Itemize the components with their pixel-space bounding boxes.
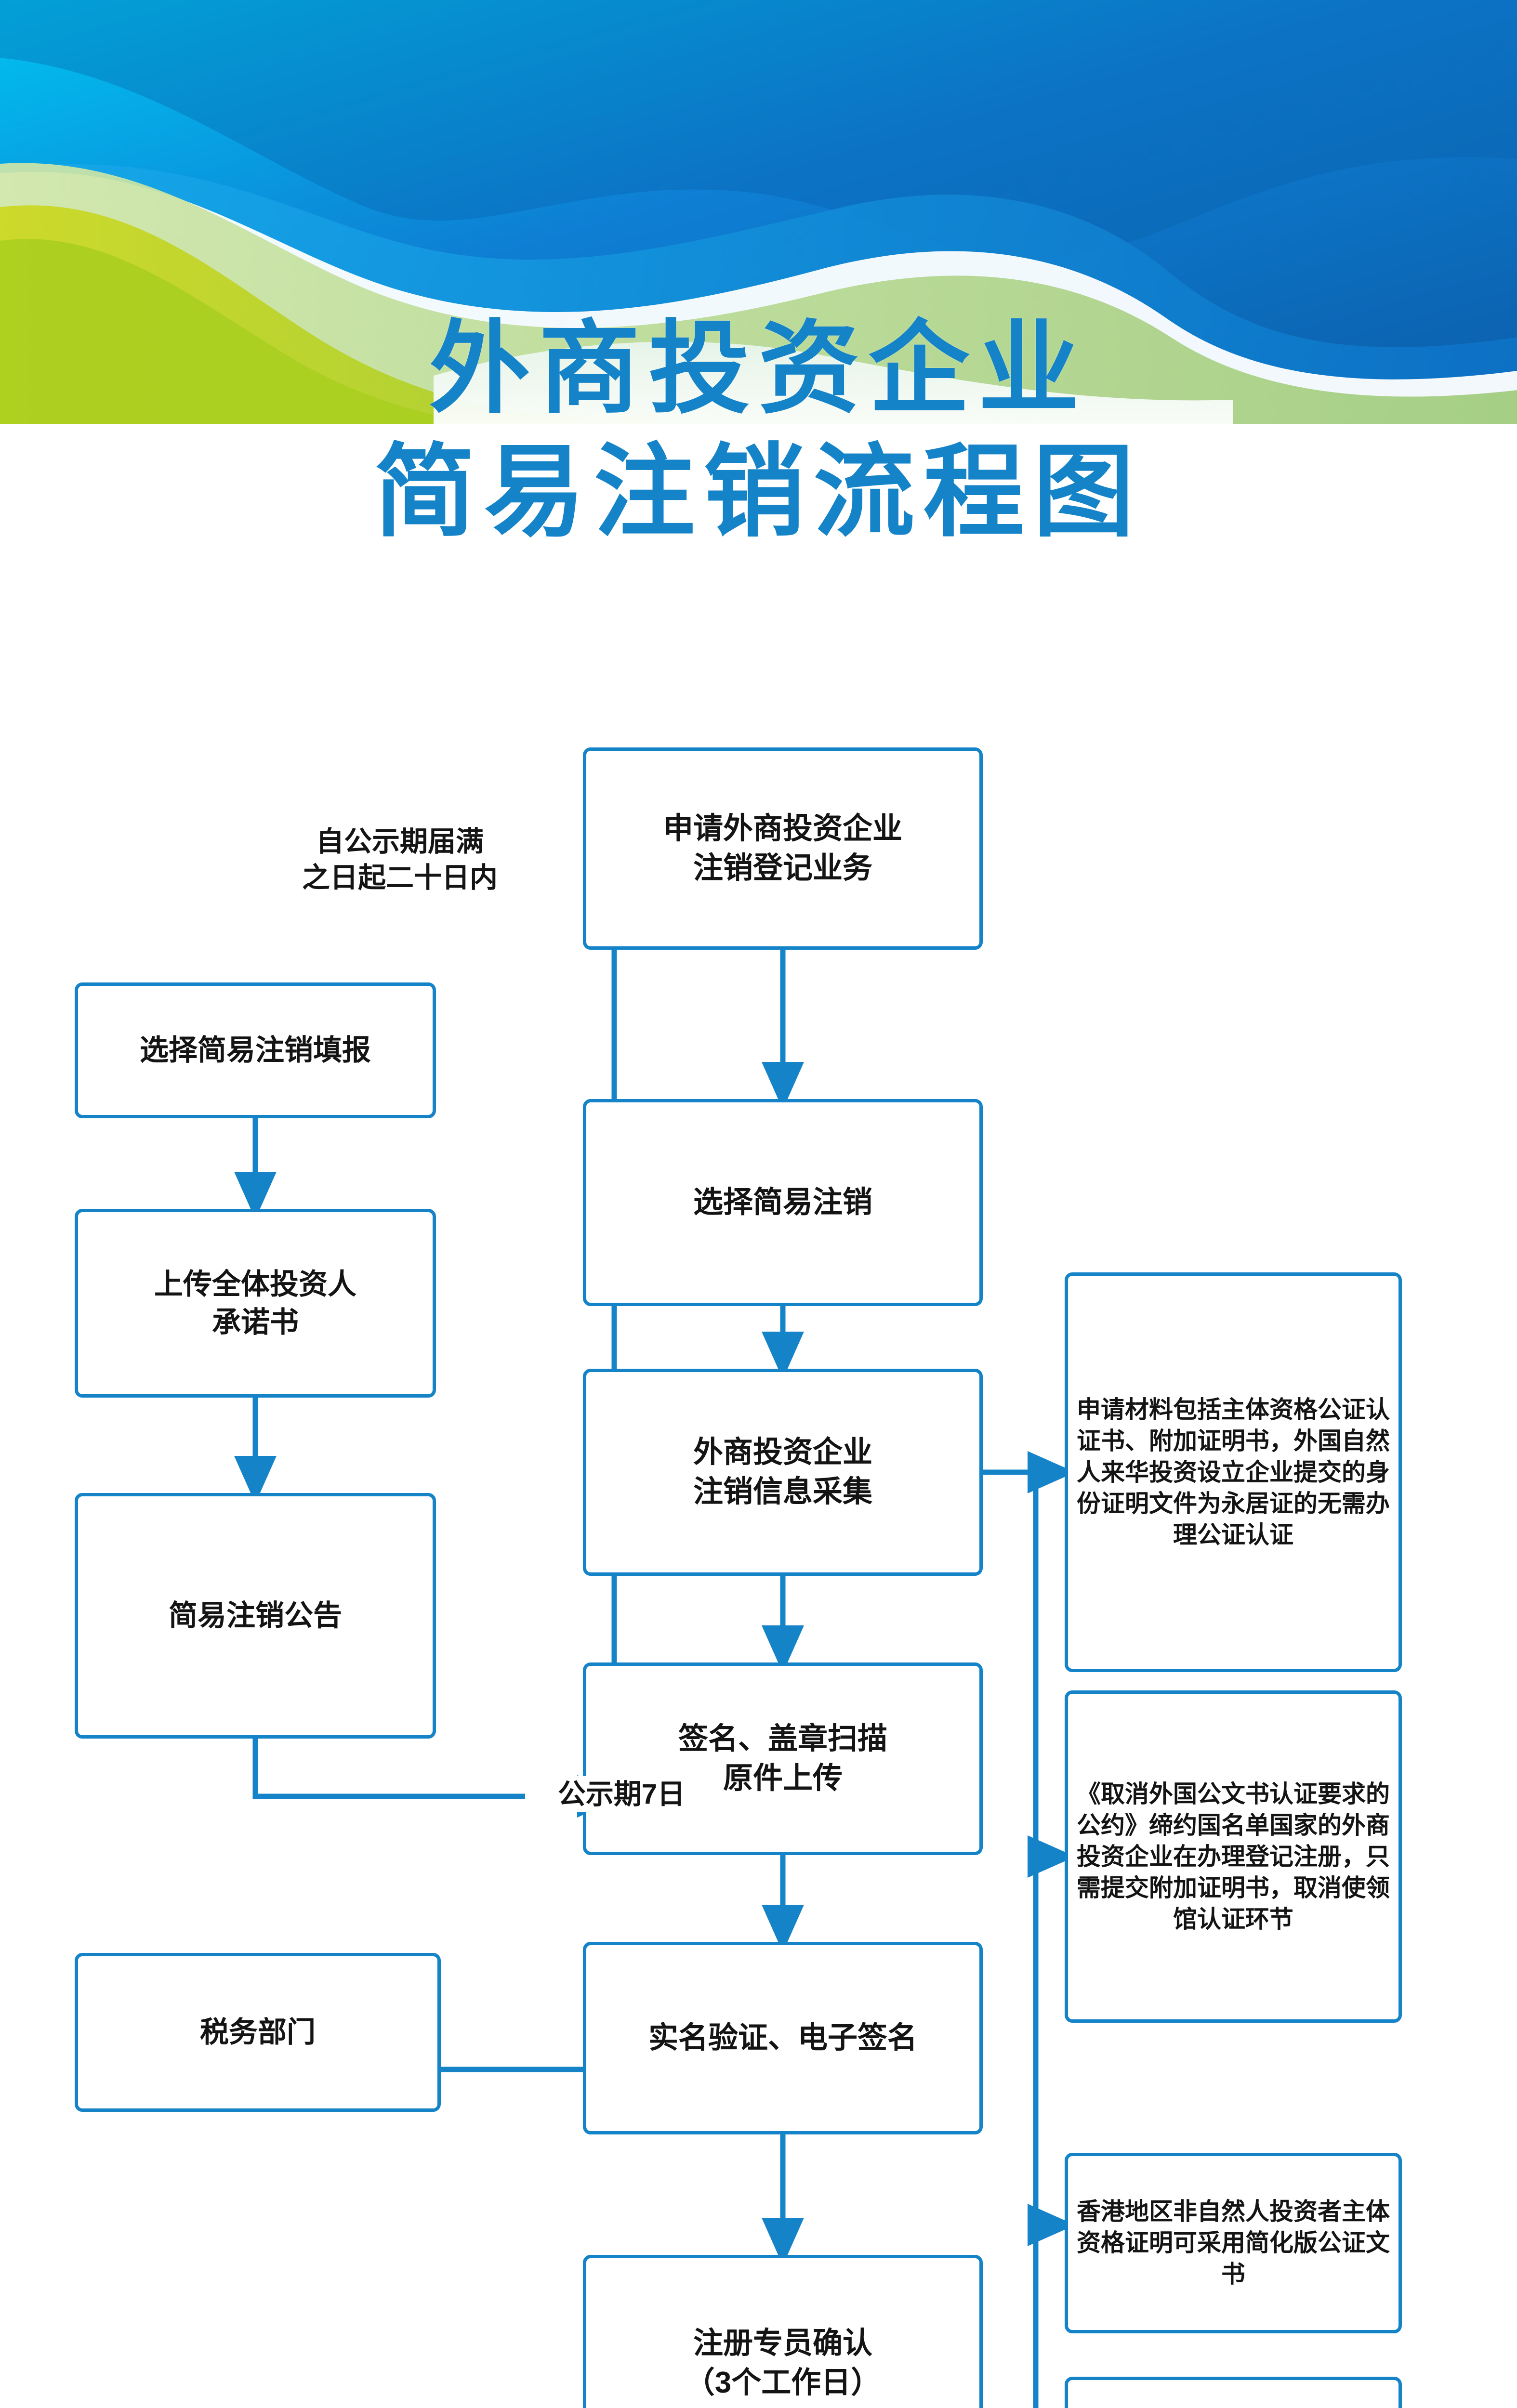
title-line-1: 外商投资企业 <box>429 314 1088 426</box>
note-hk-entity[interactable]: 香港地区非自然人投资者主体资格证明可采用简化版公证文书 <box>1065 2153 1402 2333</box>
node-realname-esign[interactable]: 实名验证、电子签名 <box>583 1942 983 2134</box>
node-choose-simple[interactable]: 选择简易注销 <box>583 1099 983 1306</box>
node-upload-commitment[interactable]: 上传全体投资人 承诺书 <box>75 1209 436 1398</box>
node-apply[interactable]: 申请外商投资企业 注销登记业务 <box>583 747 983 950</box>
note-convention[interactable]: 《取消外国公文书认证要求的公约》缔约国名单国家的外商投资企业在办理登记注册，只需… <box>1065 1690 1402 2023</box>
note-hk-resident[interactable]: 香港居民持来往内地通行证（回乡证）电子签名的，免于提交身份附加证明文件 <box>1065 2377 1402 2408</box>
wire-riser-to-note-hk-resident <box>1033 2225 1039 2408</box>
node-public-notice[interactable]: 简易注销公告 <box>75 1493 436 1739</box>
node-tax-dept[interactable]: 税务部门 <box>75 1953 441 2112</box>
node-registrar-confirm[interactable]: 注册专员确认 （3个工作日） <box>583 2255 983 2408</box>
wire-notice-to-publicity <box>252 1739 525 1799</box>
edge-label-twenty-days: 自公示期届满 之日起二十日内 <box>302 826 498 894</box>
node-upload-scan[interactable]: 签名、盖章扫描 原件上传 <box>583 1662 983 1855</box>
wire-back-up-to-apply <box>611 855 748 1796</box>
edge-label-publicity-7days: 公示期7日 <box>525 1776 718 1813</box>
title-line-2: 简易注销流程图 <box>374 437 1143 550</box>
poster-title: 外商投资企业 简易注销流程图 <box>0 308 1517 555</box>
node-fill-simple[interactable]: 选择简易注销填报 <box>75 982 436 1118</box>
note-materials[interactable]: 申请材料包括主体资格公证认证书、附加证明书，外国自然人来华投资设立企业提交的身份… <box>1065 1272 1402 1672</box>
node-collect-info[interactable]: 外商投资企业 注销信息采集 <box>583 1369 983 1576</box>
wire-riser-to-note-hk-entity <box>1028 1857 1075 2246</box>
wire-riser-to-note-convention <box>1028 1472 1075 1878</box>
